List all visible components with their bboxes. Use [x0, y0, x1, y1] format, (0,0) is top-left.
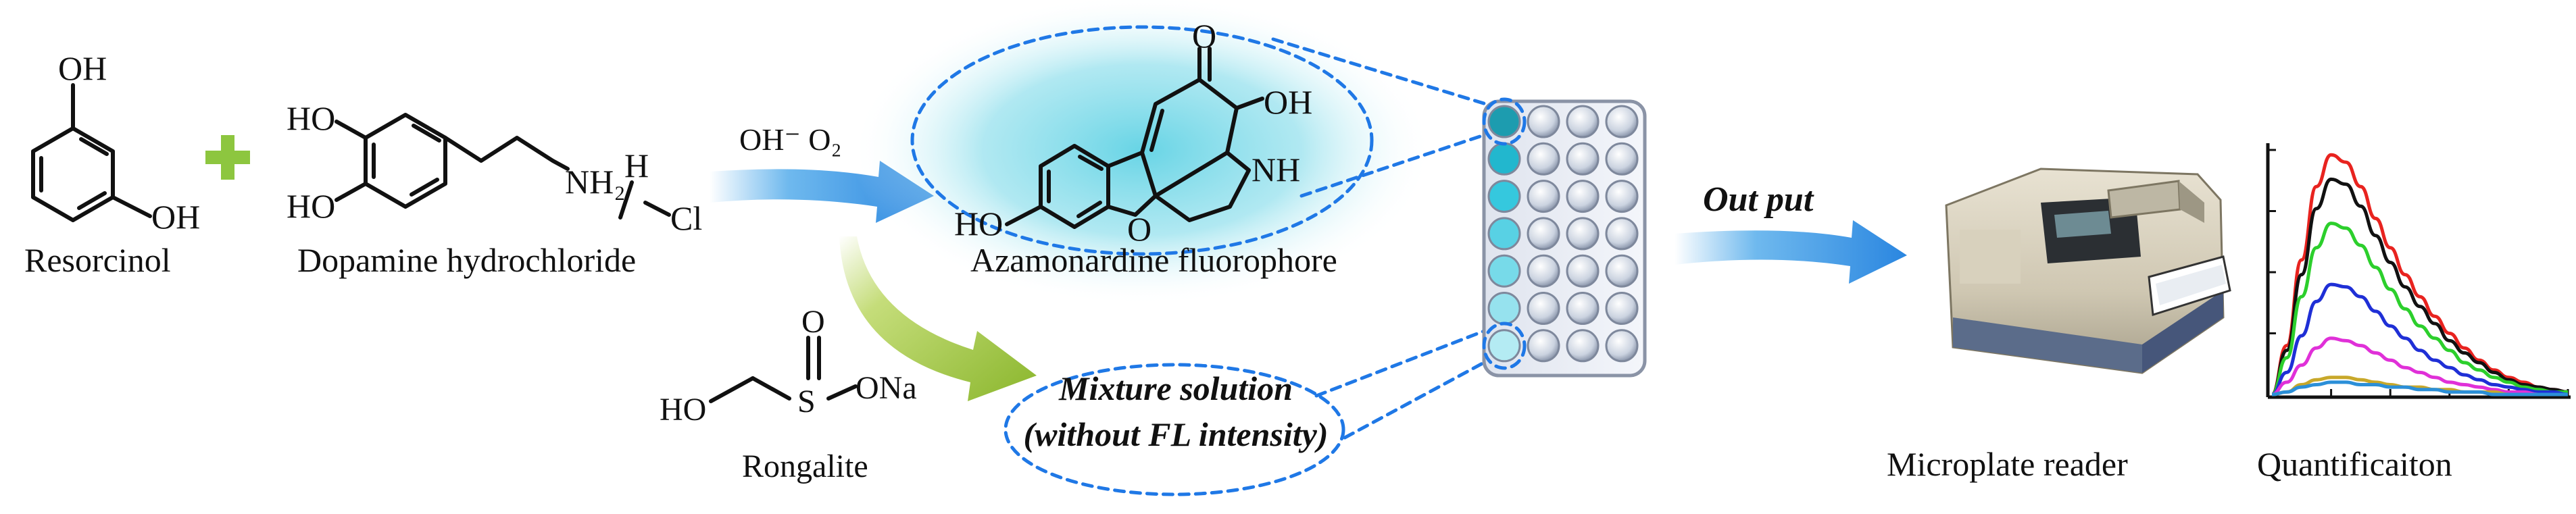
well-sample-1	[1487, 105, 1521, 138]
dopamine-label: Dopamine hydrochloride	[297, 241, 636, 279]
connector-top-lower	[1299, 130, 1494, 198]
well-empty	[1527, 105, 1560, 138]
output-arrow	[1675, 220, 1907, 284]
well-empty	[1527, 292, 1560, 325]
rongalite-structure: O S ONa HO	[660, 304, 917, 428]
resorcinol-label: Resorcinol	[24, 241, 171, 279]
well-empty	[1527, 217, 1560, 251]
well-empty	[1605, 292, 1639, 325]
well-empty	[1605, 142, 1639, 176]
mixture-line1: Mixture solution	[1058, 369, 1293, 407]
quantification-chart	[2266, 143, 2571, 399]
connector-bottom-lower	[1343, 353, 1500, 440]
rongalite-o: O	[801, 304, 825, 340]
dopamine-nh2: NH₂	[565, 163, 626, 201]
device-label: Microplate reader	[1887, 445, 2128, 483]
fluorophore-oh: OH	[1264, 83, 1312, 121]
microplate-reader-image	[1945, 168, 2231, 374]
well-empty	[1566, 329, 1600, 363]
chart-series-line-1	[2271, 153, 2569, 396]
rongalite-s: S	[797, 384, 816, 419]
well-empty	[1527, 329, 1560, 363]
output-label: Out put	[1703, 180, 1814, 219]
chart-series-line-5	[2271, 336, 2568, 396]
well-empty	[1566, 292, 1600, 325]
well-sample-7	[1487, 329, 1521, 363]
reaction-conditions: OH⁻ O₂	[739, 122, 841, 157]
chart-ticks	[2268, 149, 2569, 397]
fluorophore-label: Azamonardine fluorophore	[970, 241, 1337, 279]
dopamine-h: H	[624, 147, 649, 184]
well-empty	[1566, 217, 1600, 251]
rongalite-ona: ONa	[856, 370, 917, 406]
well-empty	[1527, 254, 1560, 288]
well-empty	[1605, 105, 1639, 138]
chart-series-line-3	[2271, 222, 2568, 396]
highlight-top-well	[1482, 97, 1527, 146]
well-sample-6	[1487, 292, 1521, 325]
well-empty	[1605, 180, 1639, 213]
chart-series-line-2	[2271, 177, 2569, 396]
resorcinol-structure: OH OH	[31, 49, 200, 236]
rongalite-ho: HO	[660, 392, 706, 428]
well-sample-3	[1487, 180, 1521, 213]
green-curved-arrow	[839, 236, 1037, 401]
rongalite-label: Rongalite	[742, 448, 868, 484]
well-empty	[1605, 217, 1639, 251]
mixture-line2: (without FL intensity)	[1023, 415, 1328, 453]
azamonardine-structure: O OH NH HO O	[954, 17, 1312, 248]
fluorophore-outline	[910, 25, 1374, 256]
well-sample-5	[1487, 254, 1521, 288]
resorcinol-oh-top: OH	[58, 49, 107, 87]
fluorophore-o-ring: O	[1127, 210, 1151, 248]
fluorophore-o-carbonyl: O	[1192, 17, 1216, 55]
mixture-outline	[1004, 363, 1345, 496]
dopamine-cl: Cl	[670, 199, 702, 237]
well-sample-2	[1487, 142, 1521, 176]
well-empty	[1566, 105, 1600, 138]
fluorophore-nh: NH	[1252, 151, 1300, 188]
well-empty	[1566, 254, 1600, 288]
connector-bottom-upper	[1314, 325, 1497, 398]
chart-series-line-7	[2271, 380, 2568, 396]
well-grid	[1487, 105, 1639, 363]
dopamine-structure: HO HO NH₂ H Cl	[287, 99, 702, 237]
well-empty	[1527, 142, 1560, 176]
well-plate	[1482, 97, 1647, 378]
fluorophore-ho: HO	[954, 205, 1003, 242]
plus-icon	[205, 135, 250, 180]
highlight-bottom-well	[1482, 322, 1527, 370]
well-empty	[1527, 180, 1560, 213]
chart-series-line-4	[2271, 282, 2569, 396]
well-empty	[1566, 180, 1600, 213]
dopamine-ho-top: HO	[287, 99, 335, 137]
well-empty	[1605, 329, 1639, 363]
dopamine-ho-bottom: HO	[287, 187, 335, 225]
quant-label: Quantificaiton	[2257, 445, 2452, 483]
connector-top-upper	[1271, 37, 1497, 109]
chart-series	[2271, 153, 2569, 396]
well-sample-4	[1487, 217, 1521, 251]
well-empty	[1605, 254, 1639, 288]
well-empty	[1566, 142, 1600, 176]
resorcinol-oh-right: OH	[151, 198, 200, 236]
